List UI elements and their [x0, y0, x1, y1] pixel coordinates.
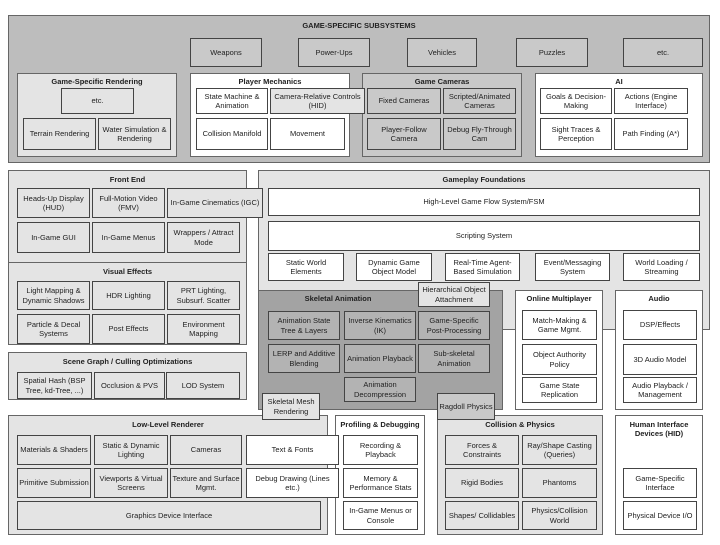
- low-level-items-8-box: Graphics Device Interface: [17, 501, 321, 530]
- visual-effects-items-4-box: Post Effects: [92, 314, 165, 344]
- ai-items-0-box: Goals & Decision-Making: [540, 88, 612, 114]
- online-title: Online Multiplayer: [526, 294, 592, 303]
- low-level-items-0-box: Materials & Shaders: [17, 435, 91, 465]
- audio-items-1-box: 3D Audio Model: [623, 344, 697, 375]
- collision-items-1-box: Ray/Shape Casting (Queries): [522, 435, 597, 465]
- skeletal-items-0-box: Animation State Tree & Layers: [268, 311, 340, 340]
- front-end-items-2-box: In-Game Cinematics (IGC): [167, 188, 263, 218]
- gameplay-items-3-box: Dynamic Game Object Model: [356, 253, 432, 281]
- player-mechanics-items-2-box: Collision Manifold: [196, 118, 268, 150]
- visual-effects-title: Visual Effects: [102, 267, 153, 276]
- front-end-title: Front End: [109, 175, 146, 184]
- ai-title: AI: [615, 77, 623, 86]
- audio-items-0-box: DSP/Effects: [623, 310, 697, 340]
- gameplay-items-1-box: Scripting System: [268, 221, 700, 251]
- scene-graph-title: Scene Graph / Culling Optimizations: [62, 357, 193, 366]
- online-items-1-box: Object Authority Policy: [522, 344, 597, 375]
- front-end-items-1-box: Full-Motion Video (FMV): [92, 188, 165, 218]
- scene-graph-items-1-box: Occlusion & PVS: [94, 372, 165, 399]
- skeletal-items-5-box: Sub-skeletal Animation: [418, 344, 490, 373]
- low-level-items-2-box: Cameras: [170, 435, 242, 465]
- player-mechanics-items-1-box: Camera-Relative Controls (HID): [270, 88, 365, 114]
- game-cameras-items-0-box: Fixed Cameras: [367, 88, 441, 114]
- collision-title: Collision & Physics: [485, 420, 555, 429]
- low-level-items-4-box: Primitive Submission: [17, 468, 91, 498]
- gs-rendering-items-2-box: Water Simulation & Rendering: [98, 118, 171, 150]
- gs-rendering-title: Game-Specific Rendering: [51, 77, 143, 86]
- front-end-items-4-box: In-Game Menus: [92, 222, 165, 253]
- hid-items-1-box: Physical Device I/O: [623, 501, 697, 530]
- visual-effects-items-3-box: Particle & Decal Systems: [17, 314, 90, 344]
- low-level-items-7-box: Debug Drawing (Lines etc.): [246, 468, 339, 498]
- visual-effects-items-2-box: PRT Lighting, Subsurf. Scatter: [167, 281, 240, 310]
- game-cameras-items-3-box: Debug Fly-Through Cam: [443, 118, 516, 150]
- front-end-items-0-box: Heads-Up Display (HUD): [17, 188, 90, 218]
- front-end-group: [8, 170, 247, 270]
- gameplay-items-6-box: World Loading / Streaming: [623, 253, 700, 281]
- game-specific-items-3-box: Puzzles: [516, 38, 588, 67]
- game-cameras-items-2-box: Player-Follow Camera: [367, 118, 441, 150]
- scene-graph-items-2-box: LOD System: [166, 372, 240, 399]
- ai-items-1-box: Actions (Engine Interface): [614, 88, 688, 114]
- ai-items-2-box: Sight Traces & Perception: [540, 118, 612, 150]
- gameplay-items-4-box: Real-Time Agent-Based Simulation: [445, 253, 520, 281]
- game-cameras-title: Game Cameras: [414, 77, 470, 86]
- visual-effects-items-5-box: Environment Mapping: [167, 314, 240, 344]
- skeletal-items-3-box: LERP and Additive Blending: [268, 344, 340, 373]
- gs-rendering-items-0-box: etc.: [61, 88, 134, 114]
- hid-title: Human Interface Devices (HID): [629, 420, 689, 438]
- profiling-items-0-box: Recording & Playback: [343, 435, 418, 465]
- skeletal-items-1-box: Inverse Kinematics (IK): [344, 311, 416, 340]
- front-end-items-5-box: Wrappers / Attract Mode: [167, 222, 240, 253]
- collision-items-4-box: Shapes/ Collidables: [445, 501, 519, 530]
- game-specific-items-4-box: etc.: [623, 38, 703, 67]
- gs-rendering-items-1-box: Terrain Rendering: [23, 118, 96, 150]
- skeletal-mesh-rendering-box: Skeletal Mesh Rendering: [262, 393, 320, 420]
- profiling-title: Profiling & Debugging: [340, 420, 420, 429]
- low-level-items-5-box: Viewports & Virtual Screens: [94, 468, 168, 498]
- profiling-items-1-box: Memory & Performance Stats: [343, 468, 418, 498]
- front-end-items-3-box: In-Game GUI: [17, 222, 90, 253]
- low-level-items-3-box: Text & Fonts: [246, 435, 339, 465]
- visual-effects-items-0-box: Light Mapping & Dynamic Shadows: [17, 281, 90, 310]
- collision-items-2-box: Rigid Bodies: [445, 468, 519, 498]
- collision-items-5-box: Physics/Collision World: [522, 501, 597, 530]
- online-items-0-box: Match-Making & Game Mgmt.: [522, 310, 597, 340]
- gameplay-items-2-box: Static World Elements: [268, 253, 344, 281]
- hid-items-0-box: Game-Specific Interface: [623, 468, 697, 498]
- player-mechanics-title: Player Mechanics: [238, 77, 302, 86]
- game-cameras-items-1-box: Scripted/Animated Cameras: [443, 88, 516, 114]
- skeletal-hierarchical-box: Hierarchical Object Attachment: [418, 282, 490, 307]
- profiling-items-2-box: In-Game Menus or Console: [343, 501, 418, 530]
- gameplay-title: Gameplay Foundations: [442, 175, 526, 184]
- visual-effects-items-1-box: HDR Lighting: [92, 281, 165, 310]
- low-level-items-6-box: Texture and Surface Mgmt.: [170, 468, 242, 498]
- skeletal-title: Skeletal Animation: [304, 294, 372, 303]
- gameplay-items-0-box: High-Level Game Flow System/FSM: [268, 188, 700, 216]
- audio-title: Audio: [648, 294, 670, 303]
- skeletal-ragdoll-box: Ragdoll Physics: [437, 393, 495, 420]
- skeletal-items-4-box: Animation Playback: [344, 344, 416, 373]
- collision-items-3-box: Phantoms: [522, 468, 597, 498]
- scene-graph-items-0-box: Spatial Hash (BSP Tree, kd-Tree, ...): [17, 372, 92, 399]
- online-items-2-box: Game State Replication: [522, 377, 597, 403]
- low-level-items-1-box: Static & Dynamic Lighting: [94, 435, 168, 465]
- low-level-title: Low-Level Renderer: [132, 420, 204, 429]
- audio-items-2-box: Audio Playback / Management: [623, 377, 697, 403]
- collision-items-0-box: Forces & Constraints: [445, 435, 519, 465]
- game-specific-title: GAME-SPECIFIC SUBSYSTEMS: [302, 21, 416, 30]
- player-mechanics-items-0-box: State Machine & Animation: [196, 88, 268, 114]
- game-specific-items-2-box: Vehicles: [407, 38, 477, 67]
- gameplay-items-5-box: Event/Messaging System: [535, 253, 610, 281]
- ai-items-3-box: Path Finding (A*): [614, 118, 688, 150]
- game-specific-items-0-box: Weapons: [190, 38, 262, 67]
- game-specific-items-1-box: Power-Ups: [298, 38, 370, 67]
- skeletal-items-2-box: Game-Specific Post-Processing: [418, 311, 490, 340]
- player-mechanics-items-3-box: Movement: [270, 118, 345, 150]
- skeletal-items-6-box: Animation Decompression: [344, 377, 416, 402]
